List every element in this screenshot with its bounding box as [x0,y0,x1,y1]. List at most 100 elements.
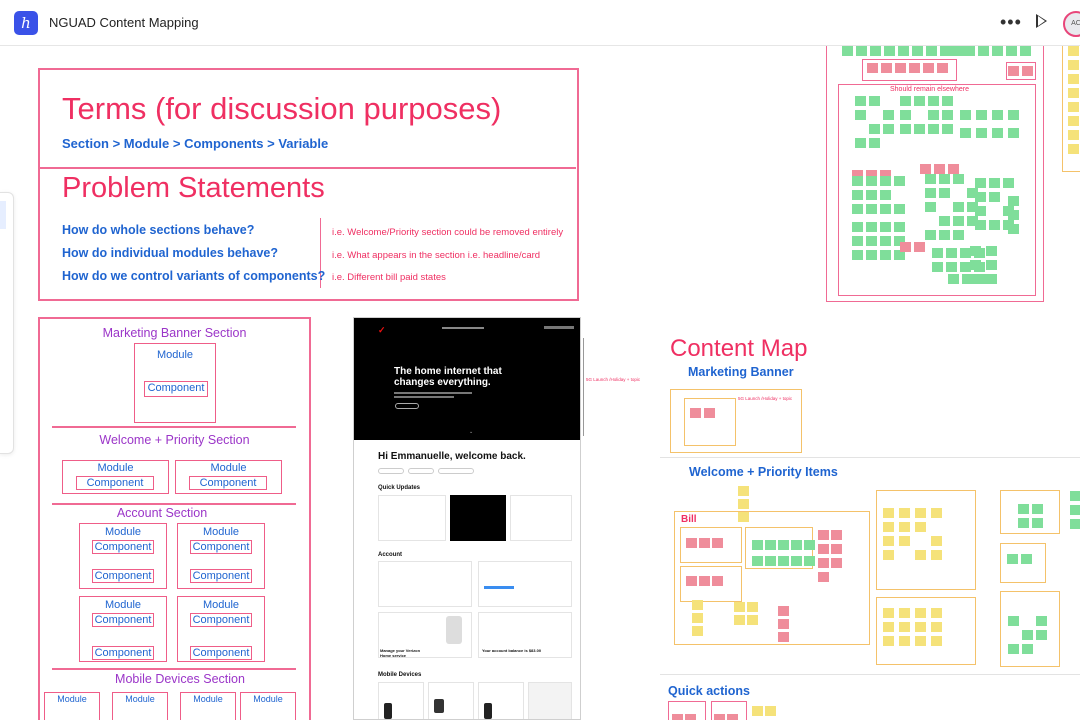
sticky-note[interactable] [899,622,910,632]
sticky-note[interactable] [881,63,892,73]
marketing-module[interactable]: Module Component [134,343,216,423]
sticky-note[interactable] [1022,644,1033,654]
sticky-note[interactable] [915,608,926,618]
sticky-note[interactable] [880,222,891,232]
sticky-note[interactable] [934,164,945,174]
sticky-note[interactable] [1008,210,1019,220]
sticky-note[interactable] [899,608,910,618]
account-module-1[interactable]: Module Component Component [79,523,167,589]
sticky-note[interactable] [855,110,866,120]
sticky-group-top[interactable] [862,59,957,81]
sticky-note[interactable] [1070,491,1080,501]
sticky-note[interactable] [818,544,829,554]
sticky-note[interactable] [942,124,953,134]
sticky-note[interactable] [866,250,877,260]
sticky-note[interactable] [752,706,763,716]
sticky-note[interactable] [895,63,906,73]
sticky-note[interactable] [914,124,925,134]
account-card-4[interactable] [478,612,572,658]
sticky-note[interactable] [831,544,842,554]
sticky-note[interactable] [894,176,905,186]
sticky-note[interactable] [880,176,891,186]
sticky-note[interactable] [804,540,815,550]
sticky-note[interactable] [989,178,1000,188]
welcome-zone-main[interactable] [674,511,870,645]
sticky-note[interactable] [920,164,931,174]
sticky-note[interactable] [1007,554,1018,564]
sticky-note[interactable] [942,96,953,106]
sticky-note[interactable] [914,242,925,252]
sticky-note[interactable] [738,499,749,509]
sticky-note[interactable] [926,46,937,56]
update-card-3[interactable] [510,495,572,541]
sticky-note[interactable] [866,222,877,232]
sticky-note[interactable] [765,556,776,566]
sticky-note[interactable] [970,246,981,256]
board-canvas[interactable]: Terms (for discussion purposes) Section … [0,46,1080,720]
mobile-module-4[interactable]: Module [240,692,296,720]
sticky-note[interactable] [1070,505,1080,515]
sticky-note[interactable] [880,250,891,260]
sticky-note[interactable] [778,540,789,550]
sticky-note[interactable] [1018,504,1029,514]
carousel-chevron-icon[interactable]: ⌄ [469,429,474,435]
marketing-zone[interactable] [670,389,802,453]
app-logo-icon[interactable]: h [14,11,38,35]
sticky-note[interactable] [883,522,894,532]
sticky-note[interactable] [1068,116,1079,126]
sticky-note[interactable] [937,63,948,73]
sticky-note[interactable] [975,192,986,202]
sticky-note[interactable] [727,714,738,720]
mobile-module-1[interactable]: Module [44,692,100,720]
sticky-note[interactable] [931,636,942,646]
chip-1[interactable] [378,468,404,474]
sticky-note[interactable] [1008,66,1019,76]
sticky-note[interactable] [818,572,829,582]
sticky-note[interactable] [685,714,696,720]
sticky-note[interactable] [714,714,725,720]
sticky-note[interactable] [869,96,880,106]
sticky-note[interactable] [869,138,880,148]
sticky-note[interactable] [989,192,1000,202]
sticky-note[interactable] [738,512,749,522]
sticky-note[interactable] [1068,130,1079,140]
remain-frame[interactable] [826,46,1044,302]
sticky-note[interactable] [992,46,1003,56]
sticky-note[interactable] [884,46,895,56]
sticky-note[interactable] [1008,196,1019,206]
sticky-note[interactable] [791,556,802,566]
sticky-note[interactable] [898,46,909,56]
sticky-note[interactable] [989,220,1000,230]
sticky-note[interactable] [747,615,758,625]
sticky-note[interactable] [894,222,905,232]
sticky-note[interactable] [939,230,950,240]
sticky-note[interactable] [699,538,710,548]
sticky-note[interactable] [894,236,905,246]
bill-zone-3[interactable] [680,566,742,602]
side-panel[interactable] [0,192,14,454]
sticky-note[interactable] [778,606,789,616]
bill-zone-1[interactable] [680,527,742,563]
account-card-2[interactable] [478,561,572,607]
update-card-2[interactable] [450,495,506,541]
sticky-note[interactable] [915,550,926,560]
sticky-note[interactable] [804,556,815,566]
sticky-note[interactable] [883,536,894,546]
sticky-note[interactable] [986,260,997,270]
sticky-note[interactable] [967,188,978,198]
sticky-note[interactable] [1068,88,1079,98]
sticky-note[interactable] [818,530,829,540]
sticky-note[interactable] [869,124,880,134]
sticky-note[interactable] [925,174,936,184]
sticky-note[interactable] [932,262,943,272]
welcome-component-1[interactable]: Component [76,476,154,490]
wireframe-frame[interactable] [38,317,311,720]
sticky-note[interactable] [900,110,911,120]
sticky-note[interactable] [986,246,997,256]
sticky-note[interactable] [975,206,986,216]
sticky-note[interactable] [686,538,697,548]
sticky-note[interactable] [960,262,971,272]
chip-3[interactable] [438,468,474,474]
sticky-note[interactable] [960,110,971,120]
sticky-note[interactable] [939,216,950,226]
